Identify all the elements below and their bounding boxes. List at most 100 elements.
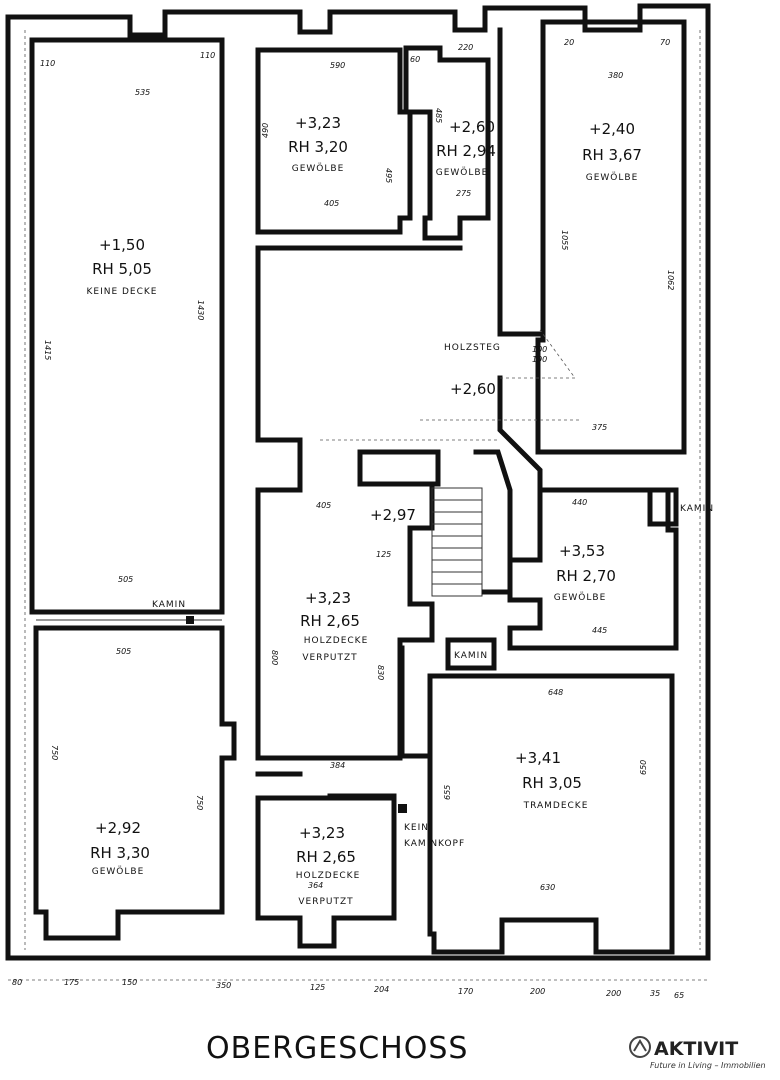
- wall-east-mid: [507, 487, 679, 651]
- room-east-mid: +3,53 RH 2,70 GEWÖLBE: [554, 542, 616, 603]
- room-ceiling: KEINE DECKE: [86, 287, 157, 297]
- room-north-east: +2,40 RH 3,67 GEWÖLBE: [582, 120, 642, 183]
- room-level: +2,92: [95, 819, 141, 837]
- dim-top-3: 110: [200, 51, 215, 60]
- room-level: +2,40: [589, 120, 635, 138]
- dim-mid-23: 100: [532, 345, 547, 354]
- room-south-west: +2,92 RH 3,30 GEWÖLBE: [90, 819, 150, 877]
- dim-mid-14: 445: [592, 626, 607, 635]
- holzsteg-label: HOLZSTEG: [444, 343, 501, 353]
- wall-corridor: [497, 27, 543, 493]
- dim-mid-15: 375: [592, 423, 607, 432]
- room-south-mid: +3,23 RH 2,65 HOLZDECKE VERPUTZT: [296, 824, 361, 907]
- brand-name: AKTIVIT: [654, 1038, 738, 1060]
- wall-north-east: [535, 19, 687, 455]
- stair-level: +2,97: [370, 506, 416, 524]
- wall-large-west: [29, 37, 225, 615]
- dim-mid-1: 505: [118, 575, 133, 584]
- dim-mid-21: 405: [324, 199, 339, 208]
- room-ceiling: TRAMDECKE: [523, 801, 589, 811]
- wall-corridor-south: [399, 645, 433, 759]
- wall-south-west: [33, 625, 237, 941]
- dim-left-1: 1415: [43, 340, 52, 360]
- plan-title: OBERGESCHOSS: [206, 1031, 468, 1066]
- dim-top-5: 60: [410, 55, 420, 64]
- dim-bottom-2: 175: [64, 978, 79, 987]
- dim-bottom-5: 125: [310, 983, 325, 992]
- dim-mid-16: 1055: [560, 230, 569, 250]
- wall-north-mid: [255, 47, 413, 235]
- dim-mid-13: 440: [572, 498, 587, 507]
- dim-mid-19: 495: [384, 168, 393, 183]
- room-height: RH 2,94: [436, 142, 496, 160]
- dim-mid-4: 125: [376, 550, 391, 559]
- dim-left-2: 1430: [196, 300, 205, 320]
- room-height: RH 3,67: [582, 146, 642, 164]
- room-height: RH 2,65: [296, 848, 356, 866]
- kamin-label-mid: KAMIN: [454, 651, 488, 661]
- room-height: RH 2,70: [556, 567, 616, 585]
- room-hall: +3,23 RH 2,65 HOLZDECKE VERPUTZT: [300, 589, 367, 663]
- dim-top-7: 380: [608, 71, 623, 80]
- dim-mid-10: 630: [540, 883, 555, 892]
- dim-mid-2: 505: [116, 647, 131, 656]
- chimney-east: [647, 487, 679, 527]
- brand-logo: AKTIVIT Future in Living – Immobilien: [629, 1036, 766, 1070]
- room-height: RH 5,05: [92, 260, 152, 278]
- wall-stair-side: [473, 449, 513, 595]
- room-level: +3,23: [295, 114, 341, 132]
- dim-mid-20: 485: [434, 108, 443, 123]
- dim-mid-18: 490: [261, 123, 270, 138]
- dim-line-hall: [320, 419, 580, 441]
- dim-top-9: 70: [660, 38, 670, 47]
- chimney-south: [398, 804, 407, 813]
- room-large-west: +1,50 RH 5,05 KEINE DECKE: [86, 236, 157, 297]
- dim-top-8: 20: [564, 38, 574, 47]
- kein-label: KEIN: [404, 823, 429, 833]
- room-ceiling-2: VERPUTZT: [302, 653, 357, 663]
- room-level: +1,50: [99, 236, 145, 254]
- room-level: +3,23: [299, 824, 345, 842]
- dim-mid-7: 384: [330, 761, 345, 770]
- dim-mid-3: 405: [316, 501, 331, 510]
- room-level: +2,60: [449, 118, 495, 136]
- room-ceiling: GEWÖLBE: [586, 172, 639, 183]
- outer-wall: [5, 3, 711, 961]
- logo-icon-mark: [633, 1039, 647, 1052]
- dim-mid-17: 1062: [666, 270, 675, 290]
- dim-top-1: 110: [40, 59, 55, 68]
- room-height: RH 2,65: [300, 612, 360, 630]
- dim-mid-6: 830: [376, 665, 385, 680]
- room-level: +3,41: [515, 749, 561, 767]
- dim-bottom-6: 204: [374, 985, 389, 994]
- dim-mid-8: 364: [308, 881, 323, 890]
- dim-mid-12: 655: [443, 785, 452, 800]
- dim-bottom-9: 200: [606, 989, 621, 998]
- room-south-east: +3,41 RH 3,05 TRAMDECKE: [515, 749, 589, 811]
- room-ceiling: GEWÖLBE: [92, 866, 145, 877]
- dim-bottom-3: 150: [122, 978, 137, 987]
- room-height: RH 3,30: [90, 844, 150, 862]
- room-ceiling: GEWÖLBE: [292, 163, 345, 174]
- dim-line-diag-1: [500, 329, 576, 379]
- dim-bottom-11: 65: [674, 991, 684, 1000]
- dim-bottom-7: 170: [458, 987, 473, 996]
- dim-mid-24: 190: [532, 355, 547, 364]
- dim-top-6: 220: [458, 43, 473, 52]
- dim-left-4: 750: [195, 795, 204, 810]
- dim-mid-9: 648: [548, 688, 563, 697]
- brand-tagline: Future in Living – Immobilien: [650, 1061, 766, 1070]
- room-ceiling: GEWÖLBE: [554, 592, 607, 603]
- wall-south-east: [427, 673, 675, 955]
- wall-north-small: [403, 45, 491, 241]
- kamin-label-west: KAMIN: [152, 600, 186, 610]
- room-north-mid: +3,23 RH 3,20 GEWÖLBE: [288, 114, 348, 174]
- room-ceiling: HOLZDECKE: [296, 871, 361, 881]
- dim-mid-5: 800: [270, 650, 279, 665]
- chimney-west: [186, 616, 194, 624]
- wall-south-mid-top: [255, 771, 397, 799]
- dim-bottom-10: 35: [650, 989, 660, 998]
- kaminkopf-label: KAMINKOPF: [404, 839, 465, 849]
